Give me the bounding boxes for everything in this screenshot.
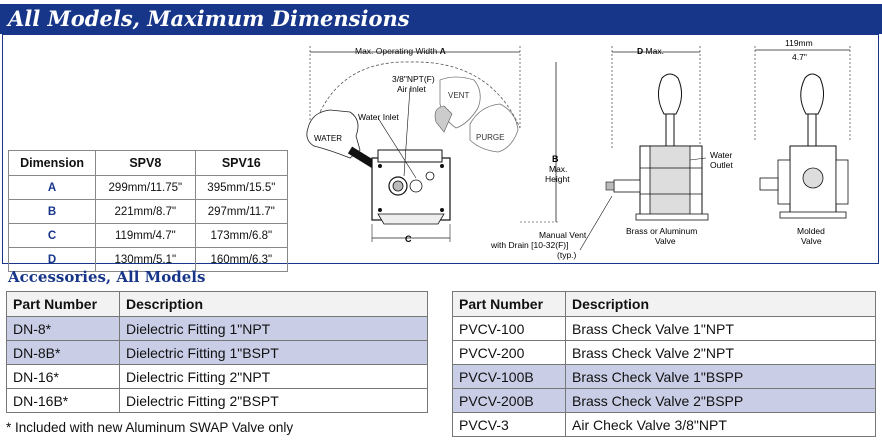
table-row: DN-16B* Dielectric Fitting 2"BSPT bbox=[6, 388, 428, 413]
d-max-letter: D bbox=[637, 46, 643, 56]
table-row: PVCV-100 Brass Check Valve 1"NPT bbox=[452, 316, 876, 341]
part-number-cell: DN-8B* bbox=[6, 340, 120, 365]
accessories-table-left: Part Number Description DN-8* Dielectric… bbox=[6, 291, 428, 413]
manual-vent-1: Manual Vent bbox=[539, 230, 587, 240]
brass-label-2: Valve bbox=[655, 236, 676, 246]
max-width-letter: A bbox=[440, 46, 446, 56]
dimensions-table: Dimension SPV8 SPV16 A 299mm/11.75" 395m… bbox=[7, 150, 289, 272]
manual-vent-3: (typ.) bbox=[557, 250, 577, 260]
spv8-cell: 130mm/5.1" bbox=[95, 247, 196, 272]
table-row: PVCV-100B Brass Check Valve 1"BSPP bbox=[452, 364, 876, 389]
page-title: All Models, Maximum Dimensions bbox=[0, 4, 882, 34]
brass-label-1: Brass or Aluminum bbox=[626, 226, 697, 236]
npt-label-1: 3/8"NPT(F) bbox=[392, 74, 435, 84]
dim-119-mm: 119mm bbox=[785, 38, 813, 48]
spv8-cell: 221mm/8.7" bbox=[95, 199, 196, 224]
table-row: B 221mm/8.7" 297mm/11.7" bbox=[7, 199, 289, 224]
part-number-cell: PVCV-200B bbox=[452, 388, 566, 413]
description-cell: Brass Check Valve 1"NPT bbox=[565, 316, 876, 341]
water-inlet-label: Water Inlet bbox=[358, 112, 399, 122]
handle-purge-label: PURGE bbox=[476, 133, 504, 142]
water-outlet-1: Water bbox=[710, 150, 733, 160]
table-row: C 119mm/4.7" 173mm/6.8" bbox=[7, 223, 289, 248]
manual-vent-2: with Drain [10-32(F)] bbox=[490, 240, 568, 250]
table-row: PVCV-3 Air Check Valve 3/8"NPT bbox=[452, 412, 876, 437]
dim-cell: D bbox=[7, 247, 97, 272]
table-row: DN-8B* Dielectric Fitting 1"BSPT bbox=[6, 340, 428, 365]
dim-header-spv16: SPV16 bbox=[194, 150, 289, 176]
purge-handle: PURGE bbox=[469, 103, 519, 153]
table-row: DN-8* Dielectric Fitting 1"NPT bbox=[6, 316, 428, 341]
dimensions-panel bbox=[2, 34, 879, 264]
valve-side-view: D Max. Water Outlet Brass or Aluminum Va… bbox=[579, 46, 733, 251]
height-line1: Max. bbox=[549, 164, 567, 174]
handle-water-label: WATER bbox=[314, 134, 342, 143]
description-cell: Dielectric Fitting 1"NPT bbox=[119, 316, 428, 341]
handle-vent-label: VENT bbox=[448, 91, 469, 100]
max-width-label: Max. Operating Width bbox=[355, 46, 437, 56]
npt-label-2: Air Inlet bbox=[397, 84, 426, 94]
part-number-cell: DN-16B* bbox=[6, 388, 120, 413]
description-cell: Dielectric Fitting 2"BSPT bbox=[119, 388, 428, 413]
dim-cell: C bbox=[7, 223, 97, 248]
spv8-cell: 299mm/11.75" bbox=[95, 175, 196, 200]
table-row: PVCV-200B Brass Check Valve 2"BSPP bbox=[452, 388, 876, 413]
dim-header-dimension: Dimension bbox=[7, 150, 97, 176]
molded-valve-view: 119mm 4.7" Molded Valve bbox=[754, 38, 851, 246]
part-number-cell: DN-8* bbox=[6, 316, 120, 341]
molded-label-1: Molded bbox=[797, 226, 825, 236]
dim-cell: B bbox=[7, 199, 97, 224]
dim-header-spv8: SPV8 bbox=[95, 150, 196, 176]
part-number-cell: PVCV-200 bbox=[452, 340, 566, 365]
table-row: DN-16* Dielectric Fitting 2"NPT bbox=[6, 364, 428, 389]
height-letter: B bbox=[552, 154, 559, 164]
part-number-cell: DN-16* bbox=[6, 364, 120, 389]
description-cell: Air Check Valve 3/8"NPT bbox=[565, 412, 876, 437]
description-cell: Brass Check Valve 2"BSPP bbox=[565, 388, 876, 413]
description-cell: Dielectric Fitting 2"NPT bbox=[119, 364, 428, 389]
dim-cell: A bbox=[7, 175, 97, 200]
spv8-cell: 119mm/4.7" bbox=[95, 223, 196, 248]
valve-body-front bbox=[371, 149, 451, 225]
description-header: Description bbox=[119, 291, 428, 317]
part-number-cell: PVCV-3 bbox=[452, 412, 566, 437]
width-c-letter: C bbox=[405, 234, 412, 244]
description-cell: Dielectric Fitting 1"BSPT bbox=[119, 340, 428, 365]
part-number-cell: PVCV-100 bbox=[452, 316, 566, 341]
spv16-cell: 395mm/15.5" bbox=[194, 175, 289, 200]
part-number-header: Part Number bbox=[452, 291, 566, 317]
svg-text:Max. Operating Width A: Max. Operating Width A bbox=[355, 46, 446, 56]
molded-label-2: Valve bbox=[801, 236, 822, 246]
table-row: A 299mm/11.75" 395mm/15.5" bbox=[7, 175, 289, 200]
svg-text:D Max.: D Max. bbox=[637, 46, 664, 56]
description-cell: Brass Check Valve 1"BSPP bbox=[565, 364, 876, 389]
spv16-cell: 297mm/11.7" bbox=[194, 199, 289, 224]
description-header: Description bbox=[565, 291, 876, 317]
part-number-header: Part Number bbox=[6, 291, 120, 317]
d-max-suffix: Max. bbox=[646, 46, 664, 56]
dim-119-in: 4.7" bbox=[792, 52, 807, 62]
table-row: D 130mm/5.1" 160mm/6.3" bbox=[7, 247, 289, 272]
accessories-table-right: Part Number Description PVCV-100 Brass C… bbox=[452, 291, 876, 437]
table-row: PVCV-200 Brass Check Valve 2"NPT bbox=[452, 340, 876, 365]
part-number-cell: PVCV-100B bbox=[452, 364, 566, 389]
spv16-cell: 173mm/6.8" bbox=[194, 223, 289, 248]
accessories-title: Accessories, All Models bbox=[8, 268, 206, 286]
footnote: * Included with new Aluminum SWAP Valve … bbox=[6, 420, 294, 435]
valve-dimension-diagram: Max. Operating Width A WATER VENT PURGE … bbox=[306, 38, 851, 260]
description-cell: Brass Check Valve 2"NPT bbox=[565, 340, 876, 365]
spv16-cell: 160mm/6.3" bbox=[194, 247, 289, 272]
water-outlet-2: Outlet bbox=[710, 160, 733, 170]
height-line2: Height bbox=[545, 174, 570, 184]
